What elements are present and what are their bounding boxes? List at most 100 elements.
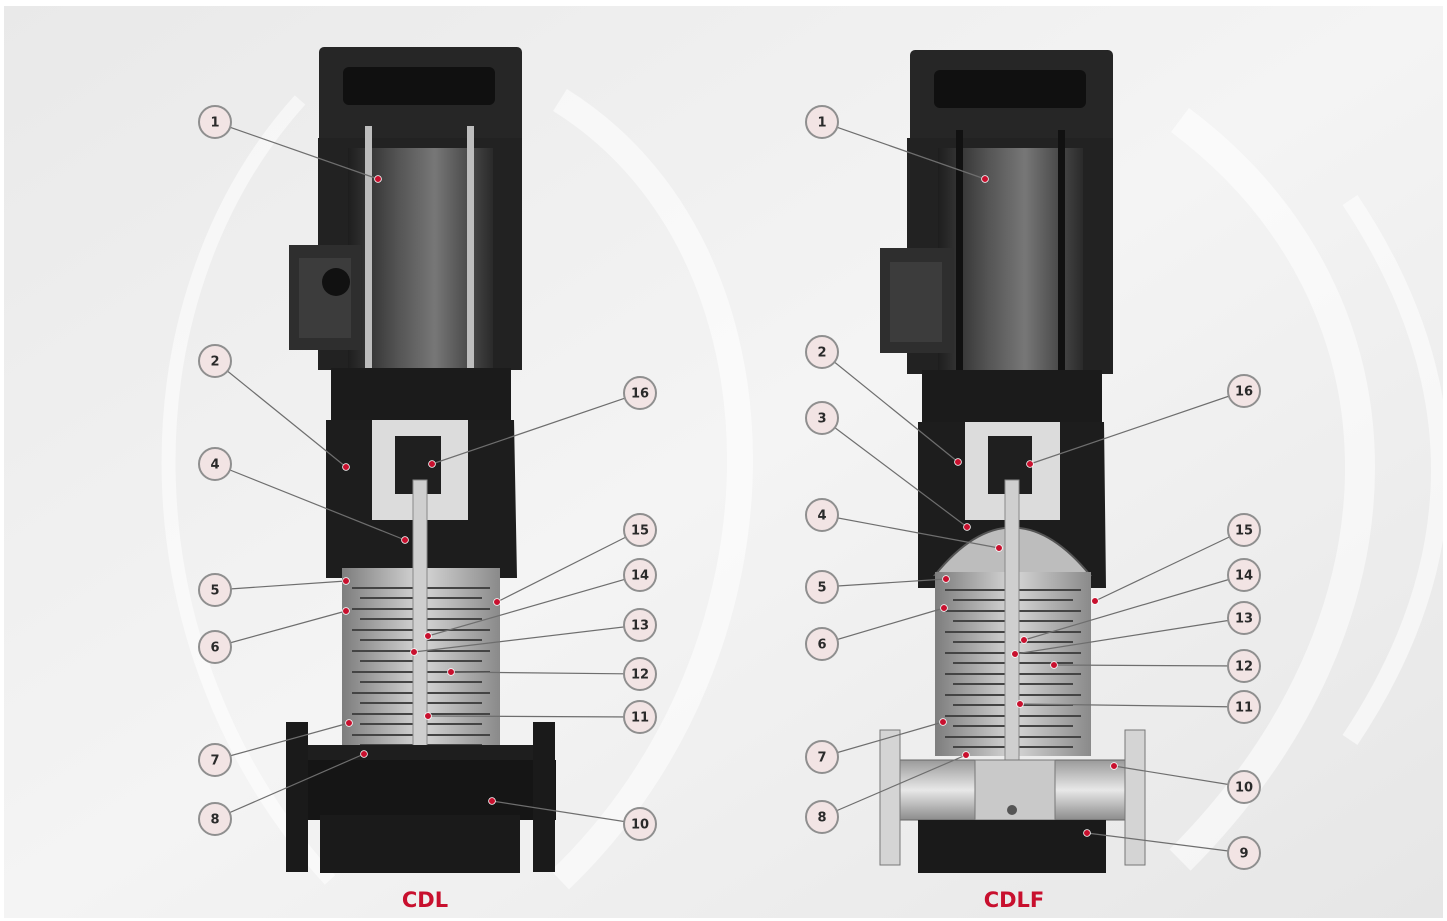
target-dot: [1091, 597, 1099, 605]
callout-circle: [623, 807, 657, 841]
cdl-callout-12: 12: [447, 657, 657, 691]
callout-number: 13: [631, 619, 649, 634]
target-dot: [342, 463, 350, 471]
leader-line: [496, 529, 641, 603]
leader-line: [214, 722, 350, 761]
leader-line: [214, 121, 379, 180]
cdl-callout-2: 2: [198, 344, 350, 471]
callout-circle: [805, 740, 839, 774]
callout-circle: [623, 376, 657, 410]
target-dot: [981, 175, 989, 183]
cdlf-callout-16: 16: [1026, 374, 1261, 468]
leader-line: [821, 514, 1000, 549]
callout-circle: [623, 700, 657, 734]
callout-number: 6: [210, 641, 219, 656]
cdlf-callout-7: 7: [805, 718, 947, 774]
cdl-callout-5: 5: [198, 573, 350, 607]
callout-circle: [805, 498, 839, 532]
callout-number: 7: [210, 754, 219, 769]
cdl-callout-8: 8: [198, 750, 368, 836]
leader-line: [413, 624, 641, 653]
cdlf-callout-4: 4: [805, 498, 1003, 552]
target-dot: [995, 544, 1003, 552]
callout-number: 14: [1235, 569, 1253, 584]
target-dot: [428, 460, 436, 468]
leader-line: [214, 610, 347, 648]
target-dot: [939, 718, 947, 726]
cdlf-callout-10: 10: [1110, 762, 1261, 804]
leader-line: [1053, 664, 1245, 667]
cdlf-callout-2: 2: [805, 335, 962, 466]
callout-number: 12: [1235, 660, 1253, 675]
cdlf-callout-15: 15: [1091, 513, 1261, 605]
callout-number: 8: [817, 811, 826, 826]
cdlf-callout-12: 12: [1050, 649, 1261, 683]
callout-number: 12: [631, 668, 649, 683]
callout-circle: [805, 570, 839, 604]
callout-number: 10: [1235, 781, 1253, 796]
callout-number: 1: [817, 116, 826, 131]
target-dot: [493, 598, 501, 606]
cdlf-callout-14: 14: [1020, 558, 1261, 644]
cdl-callout-4: 4: [198, 447, 409, 544]
callout-number: 1: [210, 116, 219, 131]
target-dot: [942, 575, 950, 583]
callout-circle: [1227, 836, 1261, 870]
callout-number: 4: [210, 458, 219, 473]
callout-number: 5: [817, 581, 826, 596]
cdlf-callout-8: 8: [805, 751, 970, 834]
cdl-pump-illustration: [286, 47, 556, 873]
target-dot: [342, 577, 350, 585]
leader-line: [1094, 529, 1245, 602]
target-dot: [1050, 661, 1058, 669]
target-dot: [1016, 700, 1024, 708]
callout-number: 2: [210, 355, 219, 370]
leader-line: [214, 580, 347, 591]
leader-line: [821, 417, 968, 528]
callout-number: 16: [631, 387, 649, 402]
target-dot: [342, 607, 350, 615]
cdl-model-label: CDL: [402, 888, 448, 912]
callout-circle: [1227, 601, 1261, 635]
callout-number: 5: [210, 584, 219, 599]
cdl-callout-15: 15: [493, 513, 657, 606]
cdlf-callout-13: 13: [1011, 601, 1261, 658]
leader-line: [821, 121, 986, 180]
callout-circle: [805, 105, 839, 139]
leader-line: [821, 351, 959, 463]
callout-circle: [1227, 649, 1261, 683]
target-dot: [488, 797, 496, 805]
target-dot: [1011, 650, 1019, 658]
target-dot: [410, 648, 418, 656]
callout-number: 11: [631, 711, 649, 726]
callout-number: 3: [817, 412, 826, 427]
leader-line: [821, 578, 947, 588]
target-dot: [1020, 636, 1028, 644]
callout-number: 7: [817, 751, 826, 766]
cdlf-callout-3: 3: [805, 401, 971, 531]
leader-line: [821, 721, 944, 758]
callout-circle: [623, 608, 657, 642]
target-dot: [962, 751, 970, 759]
callout-circle: [805, 335, 839, 369]
callout-circle: [1227, 374, 1261, 408]
callout-number: 16: [1235, 385, 1253, 400]
callout-circle: [1227, 513, 1261, 547]
cdl-callout-16: 16: [428, 376, 657, 468]
leader-line: [450, 671, 641, 675]
cdl-callout-14: 14: [424, 558, 657, 640]
callout-circle: [623, 558, 657, 592]
callout-circle: [623, 513, 657, 547]
cdlf-callout-9: 9: [1083, 829, 1261, 870]
callout-number: 13: [1235, 612, 1253, 627]
leader-line: [821, 607, 945, 645]
leader-line: [1014, 617, 1245, 655]
target-dot: [954, 458, 962, 466]
callout-number: 6: [817, 638, 826, 653]
target-dot: [940, 604, 948, 612]
leader-line: [1029, 390, 1245, 465]
callout-number: 15: [631, 524, 649, 539]
callout-circle: [623, 657, 657, 691]
target-dot: [360, 750, 368, 758]
